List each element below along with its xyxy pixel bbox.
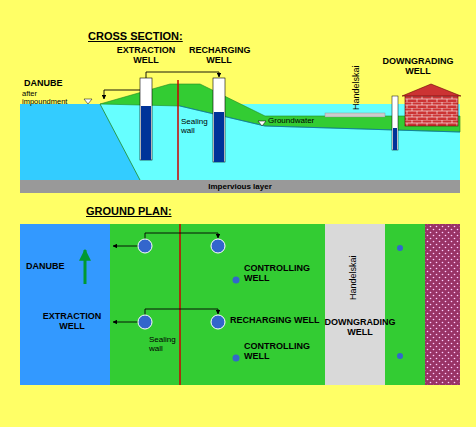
downgrading-well	[392, 96, 398, 150]
well-label: DOWNGRADING WELL	[320, 318, 400, 338]
groundwater-label: Groundwater	[268, 117, 324, 126]
flow-arrow	[84, 250, 87, 284]
handelskai-road	[325, 113, 385, 117]
sealing-wall	[177, 80, 179, 180]
wall-label: Sealing wall	[181, 118, 212, 136]
river-label: DANUBE	[24, 79, 84, 89]
pipe	[145, 233, 218, 239]
ground	[100, 84, 460, 132]
river-label: DANUBE	[26, 262, 80, 272]
controlling-well	[233, 277, 240, 284]
handelskai-road	[325, 224, 385, 385]
embankment	[100, 104, 140, 180]
well-label: CONTROLLING WELL	[244, 342, 324, 362]
street-label: Handelskai	[352, 65, 362, 110]
section-title: CROSS SECTION:	[88, 30, 198, 42]
building	[425, 224, 460, 385]
well-label: EXTRACTION WELL	[116, 46, 176, 66]
well-label: EXTRACTION WELL	[38, 312, 106, 332]
street-label: Handelskai	[349, 255, 359, 300]
water-level-mark	[84, 99, 92, 104]
ground	[385, 224, 425, 385]
danube-water	[20, 104, 140, 180]
cross-section	[20, 46, 461, 180]
controlling-well	[233, 355, 240, 362]
pipe	[104, 90, 140, 99]
pipe	[145, 309, 218, 315]
building	[405, 96, 458, 126]
extraction-well	[138, 239, 152, 253]
section-title: GROUND PLAN:	[86, 205, 196, 217]
sealing-wall	[179, 224, 181, 385]
pipe	[146, 72, 219, 78]
impervious-layer-band: Impervious layer	[20, 180, 460, 193]
band-label: Impervious layer	[208, 182, 272, 191]
pipe	[113, 322, 138, 323]
ground-plan	[20, 224, 460, 385]
well-label: CONTROLLING WELL	[244, 264, 324, 284]
downgrading-well	[397, 245, 403, 251]
recharging-well	[211, 315, 225, 329]
recharging-well	[213, 78, 225, 162]
recharging-well	[211, 239, 225, 253]
danube-water	[20, 224, 110, 385]
roof	[402, 84, 461, 96]
water-level-mark	[258, 121, 266, 126]
extraction-well	[140, 78, 152, 160]
wall-label: Sealing wall	[149, 336, 178, 354]
well-label: RECHARGING WELL	[189, 46, 249, 66]
river-note: after impoundment	[22, 90, 84, 107]
downgrading-well	[397, 353, 403, 359]
well-label: RECHARGING WELL	[230, 316, 322, 326]
extraction-well	[138, 315, 152, 329]
ground	[110, 224, 325, 385]
well-label: DOWNGRADING WELL	[376, 57, 460, 77]
pipe	[113, 246, 138, 247]
